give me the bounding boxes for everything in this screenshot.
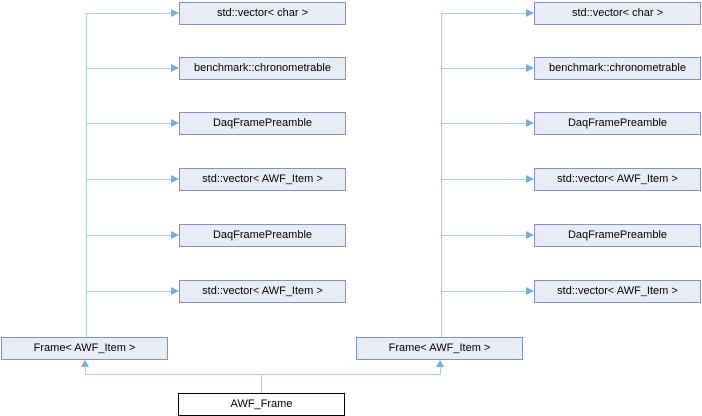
arrowhead-icon (526, 9, 534, 17)
node-daqframepreamble[interactable]: DaqFramePreamble (179, 224, 346, 247)
right-branch-line (441, 123, 526, 124)
left-branch-line (86, 291, 171, 292)
arrowhead-icon (171, 64, 179, 72)
arrowhead-icon (526, 64, 534, 72)
left-frame-stem-line (85, 366, 86, 375)
left-branch-line (86, 123, 171, 124)
right-branch-line (441, 291, 526, 292)
right-branch-line (441, 68, 526, 69)
node-std-vector-awf-item[interactable]: std::vector< AWF_Item > (179, 280, 346, 303)
left-trunk-line (86, 13, 87, 337)
node-awf-frame-root[interactable]: AWF_Frame (178, 393, 345, 416)
arrowhead-icon (81, 360, 89, 367)
right-trunk-line (441, 13, 442, 337)
arrowhead-icon (171, 119, 179, 127)
node-std-vector-awf-item[interactable]: std::vector< AWF_Item > (179, 168, 346, 191)
node-daqframepreamble[interactable]: DaqFramePreamble (534, 112, 701, 135)
arrowhead-icon (526, 119, 534, 127)
arrowhead-icon (171, 231, 179, 239)
right-branch-line (441, 13, 526, 14)
left-branch-line (86, 235, 171, 236)
node-benchmark-chronometrable[interactable]: benchmark::chronometrable (534, 57, 701, 80)
left-branch-line (86, 179, 171, 180)
node-daqframepreamble[interactable]: DaqFramePreamble (179, 112, 346, 135)
bottom-connector-line (85, 374, 441, 375)
right-frame-stem-line (440, 366, 441, 375)
arrowhead-icon (171, 287, 179, 295)
arrowhead-icon (526, 231, 534, 239)
left-branch-line (86, 68, 171, 69)
node-frame-awf-item-left[interactable]: Frame< AWF_Item > (1, 337, 168, 360)
right-branch-line (441, 179, 526, 180)
arrowhead-icon (436, 360, 444, 367)
arrowhead-icon (171, 175, 179, 183)
node-std-vector-char[interactable]: std::vector< char > (179, 2, 346, 25)
node-std-vector-char[interactable]: std::vector< char > (534, 2, 701, 25)
node-benchmark-chronometrable[interactable]: benchmark::chronometrable (179, 57, 346, 80)
right-branch-line (441, 235, 526, 236)
arrowhead-icon (171, 9, 179, 17)
arrowhead-icon (526, 287, 534, 295)
node-std-vector-awf-item[interactable]: std::vector< AWF_Item > (534, 280, 701, 303)
root-stem-line (261, 374, 262, 393)
node-daqframepreamble[interactable]: DaqFramePreamble (534, 224, 701, 247)
arrowhead-icon (526, 175, 534, 183)
left-branch-line (86, 13, 171, 14)
node-frame-awf-item-right[interactable]: Frame< AWF_Item > (356, 337, 523, 360)
node-std-vector-awf-item[interactable]: std::vector< AWF_Item > (534, 168, 701, 191)
